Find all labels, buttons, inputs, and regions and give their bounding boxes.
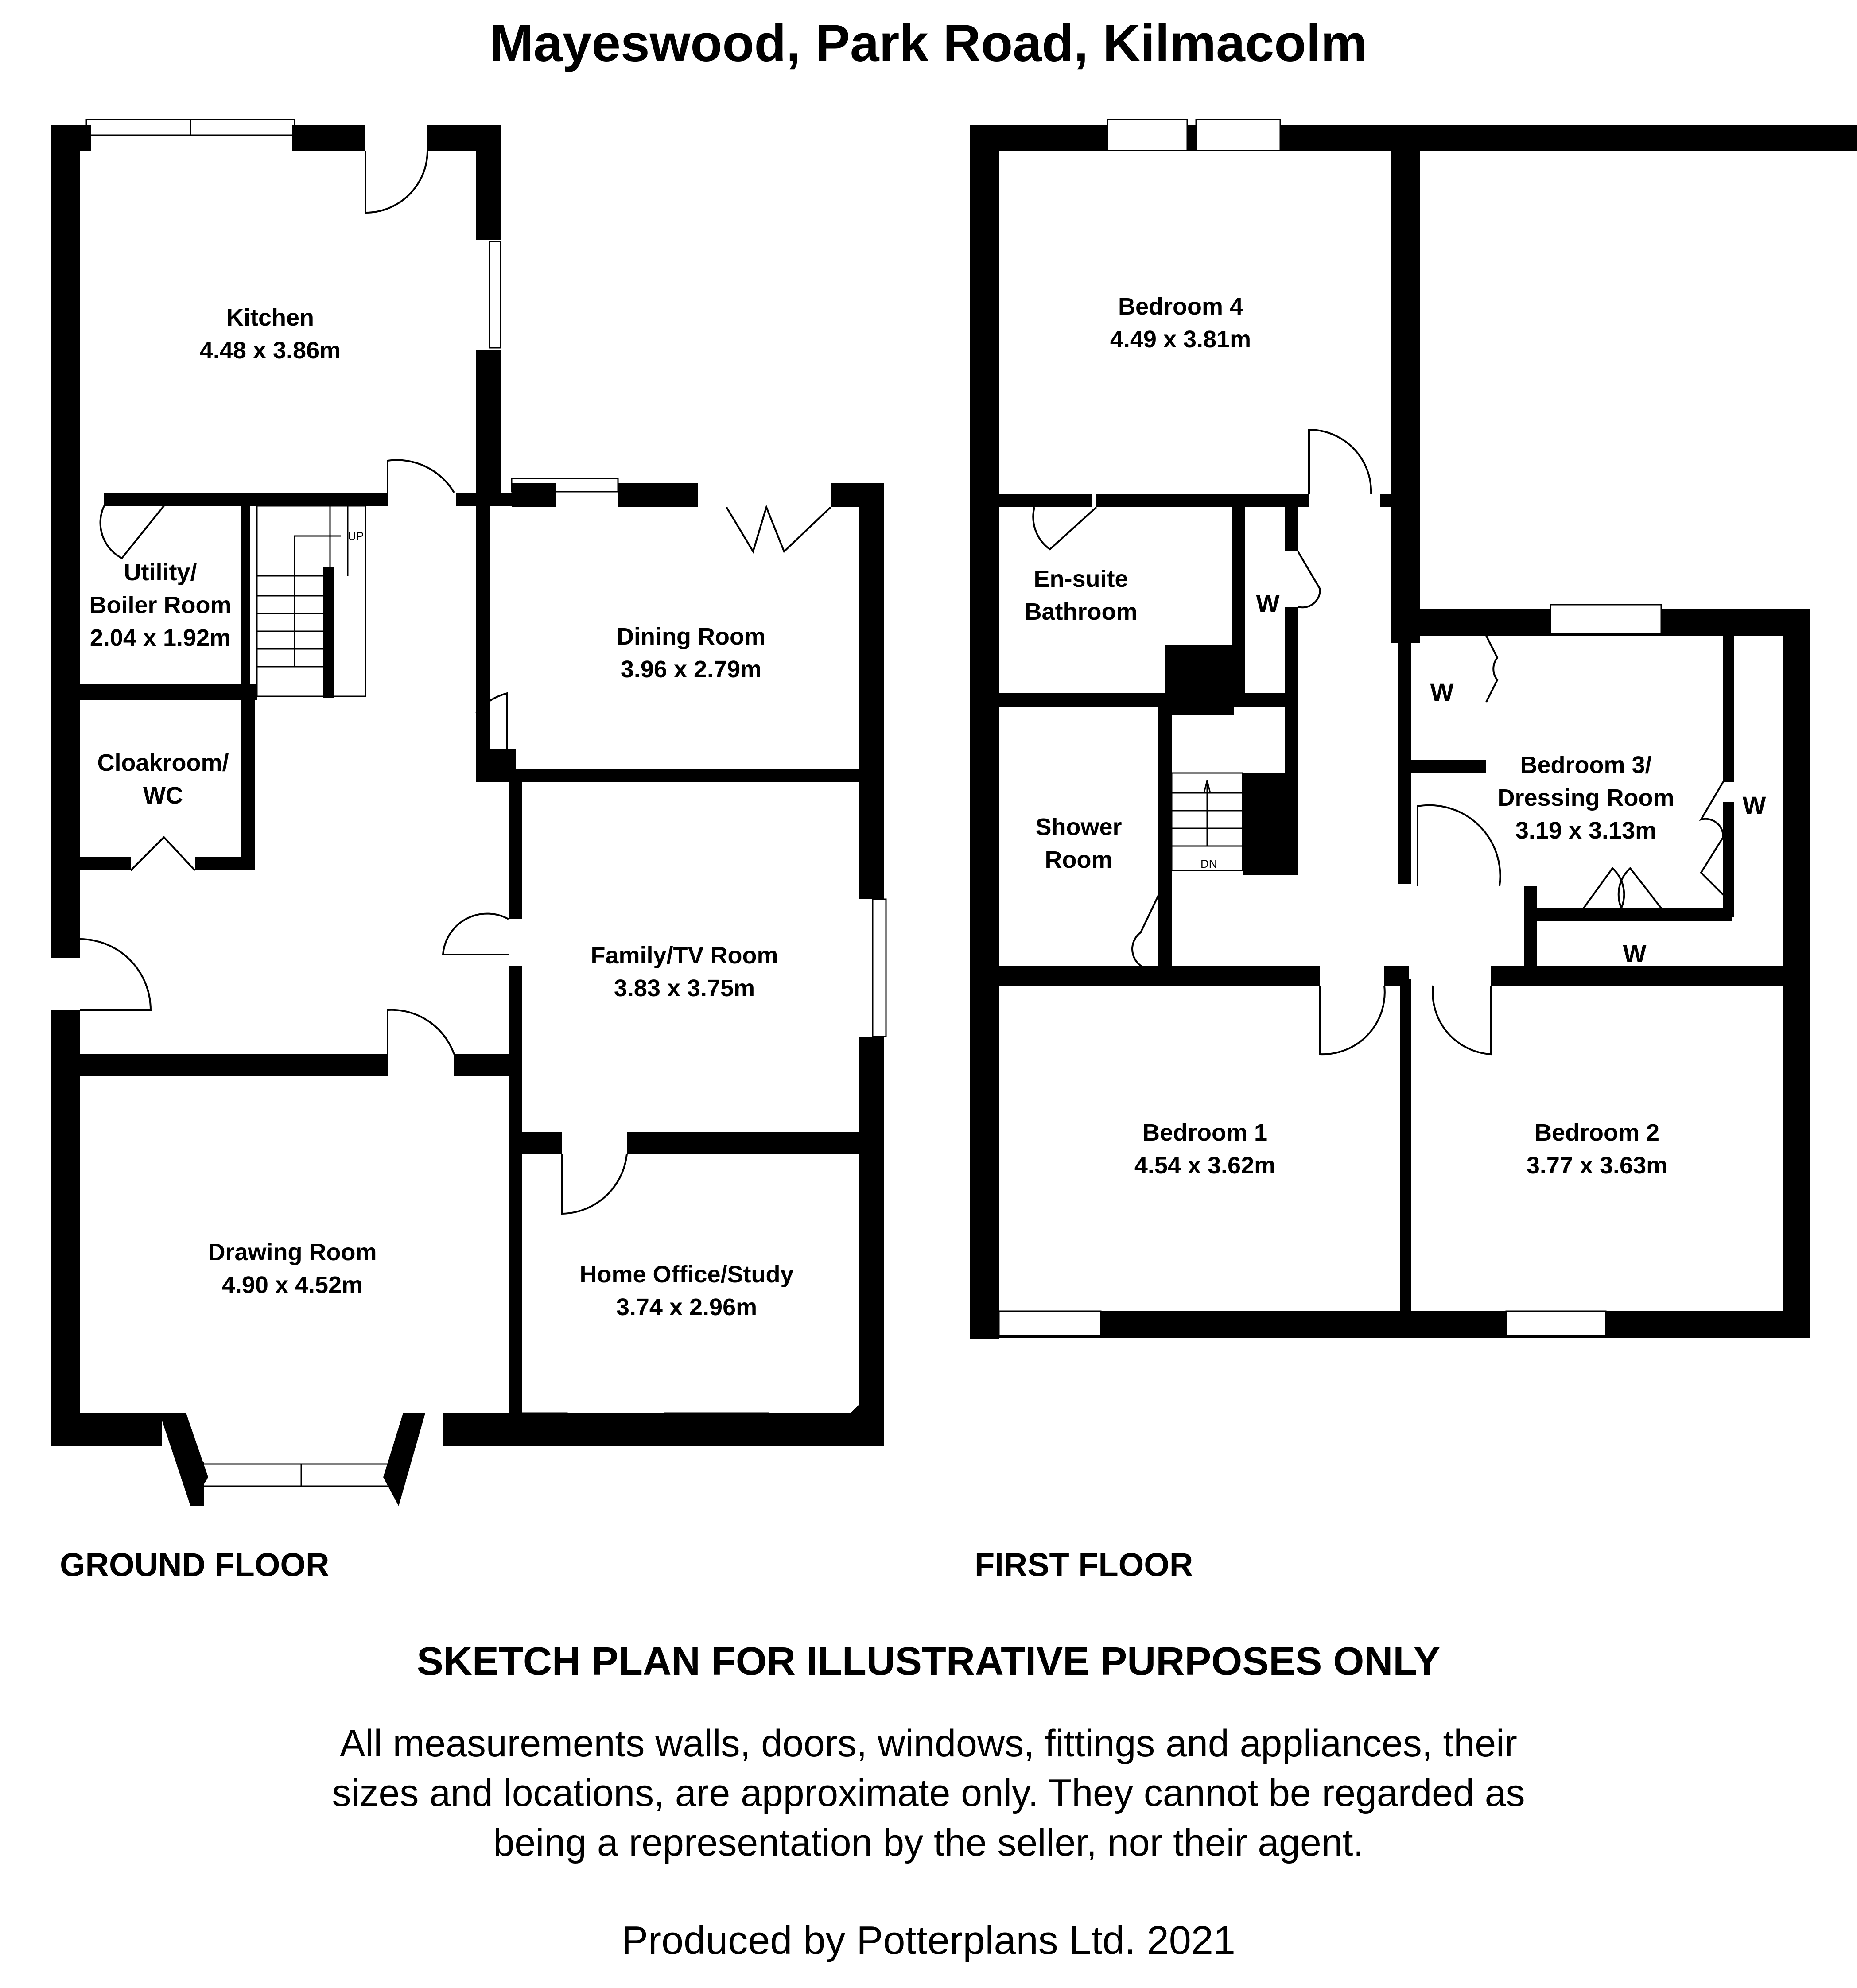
room-size: 4.49 x 3.81m — [1110, 326, 1251, 353]
room-label-bedroom-2: Bedroom 2 3.77 x 3.63m — [1527, 1116, 1667, 1182]
room-label-cloakroom: Cloakroom/ WC — [97, 746, 229, 812]
room-name: Bathroom — [1024, 598, 1138, 625]
ground-floor-stairs — [256, 505, 366, 697]
room-size: 3.74 x 2.96m — [616, 1294, 758, 1320]
room-name: Dining Room — [617, 623, 765, 650]
room-name: WC — [143, 782, 183, 809]
room-name: Family/TV Room — [591, 942, 778, 969]
stairs-up-label: UP — [348, 529, 364, 543]
room-label-dining-room: Dining Room 3.96 x 2.79m — [617, 620, 765, 686]
room-size: 3.83 x 3.75m — [614, 975, 755, 1002]
room-name: Shower — [1035, 814, 1122, 840]
room-name: Boiler Room — [89, 592, 232, 618]
room-name: Room — [1045, 846, 1113, 873]
room-label-utility: Utility/ Boiler Room 2.04 x 1.92m — [89, 556, 231, 654]
first-floor-windows — [998, 119, 1662, 1336]
room-label-drawing-room: Drawing Room 4.90 x 4.52m — [208, 1236, 377, 1301]
wardrobe-label: W — [1623, 940, 1647, 967]
room-size: 3.19 x 3.13m — [1515, 817, 1657, 844]
room-name: Cloakroom/ — [97, 749, 229, 776]
room-name: Home Office/Study — [579, 1261, 794, 1288]
ground-floor-walls — [51, 125, 884, 1506]
ground-floor-windows — [52, 119, 887, 1487]
room-size: 3.77 x 3.63m — [1526, 1152, 1668, 1179]
room-size: 4.54 x 3.62m — [1134, 1152, 1276, 1179]
wardrobe-label: W — [1430, 678, 1454, 706]
room-name: Bedroom 3/ — [1520, 752, 1652, 778]
room-name: Kitchen — [226, 304, 315, 331]
first-floor-label: FIRST FLOOR — [975, 1546, 1193, 1583]
disclaimer-line: sizes and locations, are approximate onl… — [332, 1772, 1525, 1814]
ground-floor-label: GROUND FLOOR — [60, 1546, 330, 1583]
disclaimer-heading: SKETCH PLAN FOR ILLUSTRATIVE PURPOSES ON… — [416, 1639, 1441, 1684]
room-size: 4.48 x 3.86m — [199, 337, 341, 364]
disclaimer-line: being a representation by the seller, no… — [493, 1821, 1364, 1864]
room-name: Utility/ — [124, 559, 197, 586]
plan-title: Mayeswood, Park Road, Kilmacolm — [490, 14, 1367, 73]
stairs-down-label: DN — [1200, 857, 1217, 870]
first-floor-stairs — [1171, 772, 1243, 871]
first-floor-doors — [1032, 428, 1725, 1056]
room-name: Dressing Room — [1497, 784, 1674, 811]
room-size: 2.04 x 1.92m — [89, 625, 231, 651]
first-floor-walls — [970, 125, 1857, 1339]
room-label-home-office: Home Office/Study 3.74 x 2.96m — [579, 1258, 793, 1324]
room-label-family-tv-room: Family/TV Room 3.83 x 3.75m — [591, 939, 778, 1005]
producer-credit: Produced by Potterplans Ltd. 2021 — [622, 1918, 1235, 1963]
room-label-bedroom-1: Bedroom 1 4.54 x 3.62m — [1134, 1116, 1275, 1182]
room-name: Bedroom 1 — [1142, 1119, 1268, 1146]
room-name: En-suite — [1033, 566, 1128, 592]
wardrobe-label: W — [1742, 791, 1766, 819]
room-name: Bedroom 4 — [1118, 293, 1243, 320]
room-label-bedroom-3: Bedroom 3/ Dressing Room 3.19 x 3.13m — [1497, 749, 1674, 847]
room-name: Bedroom 2 — [1534, 1119, 1660, 1146]
disclaimer-line: All measurements walls, doors, windows, … — [340, 1722, 1517, 1765]
ground-floor-doors — [79, 151, 831, 1215]
room-size: 4.90 x 4.52m — [221, 1272, 363, 1298]
room-label-shower-room: Shower Room — [1035, 811, 1122, 876]
wardrobe-label: W — [1256, 590, 1280, 617]
room-label-bedroom-4: Bedroom 4 4.49 x 3.81m — [1110, 290, 1251, 356]
room-name: Drawing Room — [208, 1239, 377, 1266]
room-label-en-suite: En-suite Bathroom — [1025, 563, 1138, 628]
room-label-kitchen: Kitchen 4.48 x 3.86m — [200, 301, 341, 367]
disclaimer-body: All measurements walls, doors, windows, … — [0, 1719, 1857, 1868]
room-size: 3.96 x 2.79m — [620, 656, 762, 683]
